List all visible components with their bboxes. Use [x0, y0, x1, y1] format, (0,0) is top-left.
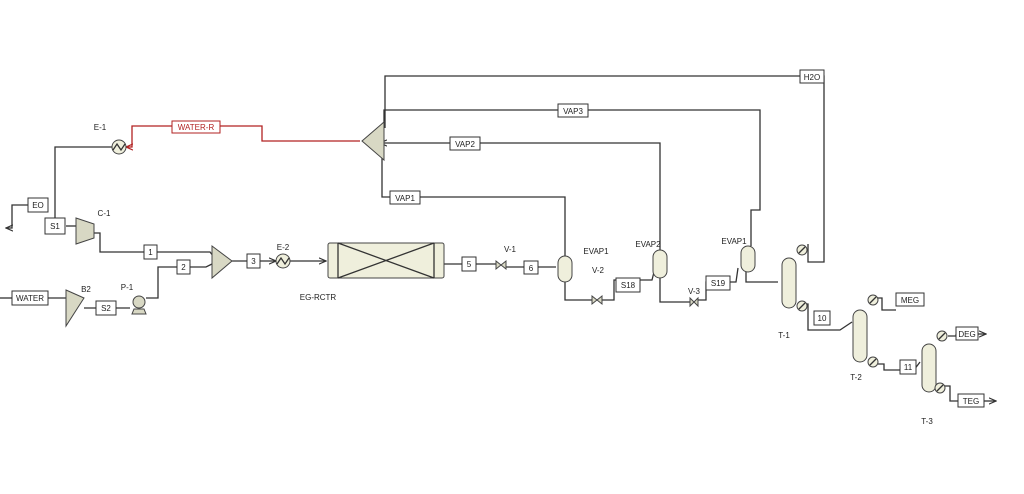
- evaporator-evap1-icon[interactable]: [557, 255, 573, 283]
- stream-box-11[interactable]: [899, 359, 917, 375]
- stream-box-5[interactable]: [461, 256, 477, 272]
- unit-label-evap1-a: EVAP1: [583, 247, 609, 256]
- valve-v3-icon[interactable]: [689, 296, 699, 308]
- unit-label-t1: T-1: [778, 331, 790, 340]
- column-t1-icon[interactable]: [781, 244, 808, 312]
- stream-line-evap3-liq: [745, 272, 778, 283]
- stream-line-1: [94, 232, 215, 258]
- stream-box-deg[interactable]: [955, 326, 979, 341]
- stream-line-evap2-liq: [659, 278, 690, 303]
- stream-box-s2[interactable]: [95, 300, 117, 316]
- stream-box-1[interactable]: [143, 244, 158, 260]
- compressor-c1-icon[interactable]: [75, 217, 95, 245]
- stream-line-evap1-liq: [564, 282, 592, 301]
- stream-label-3: 3: [251, 257, 256, 266]
- stream-line-vap3: [383, 109, 761, 246]
- stream-label-11: 11: [904, 363, 913, 372]
- stream-label-vap1: VAP1: [395, 194, 415, 203]
- stream-line-water-r: [126, 125, 360, 147]
- heat-exchanger-e1-icon[interactable]: [111, 139, 127, 155]
- stream-label-s19: S19: [711, 279, 726, 288]
- evaporator-evap3-icon[interactable]: [740, 245, 756, 273]
- unit-label-evap1-b: EVAP1: [721, 237, 747, 246]
- stream-line-meg: [876, 297, 896, 311]
- stream-label-meg: MEG: [901, 296, 919, 305]
- stream-box-vap1[interactable]: [389, 190, 421, 205]
- stream-label-1: 1: [148, 248, 153, 257]
- valve-v1-icon[interactable]: [495, 259, 507, 271]
- stream-label-deg: DEG: [958, 330, 975, 339]
- stream-box-eo[interactable]: [27, 197, 49, 213]
- stream-line-2: [146, 262, 215, 299]
- stream-box-vap3[interactable]: [557, 103, 589, 118]
- valve-v2-icon[interactable]: [591, 294, 603, 306]
- stream-label-10: 10: [818, 314, 827, 323]
- unit-label-c1: C-1: [98, 209, 111, 218]
- evaporator-evap2-icon[interactable]: [652, 249, 668, 279]
- stream-line-vap1: [381, 156, 566, 256]
- unit-label-reactor: EG-RCTR: [300, 293, 337, 302]
- unit-label-v3: V-3: [688, 287, 701, 296]
- stream-label-s2: S2: [101, 304, 111, 313]
- stream-box-teg[interactable]: [957, 393, 985, 408]
- stream-line-teg: [944, 385, 958, 402]
- column-t3-icon[interactable]: [921, 330, 948, 394]
- stream-box-10[interactable]: [813, 310, 831, 326]
- stream-label-s1: S1: [50, 222, 60, 231]
- unit-label-e2: E-2: [277, 243, 290, 252]
- stream-box-meg[interactable]: [895, 292, 925, 307]
- unit-label-p1: P-1: [121, 283, 134, 292]
- heat-exchanger-e2-icon[interactable]: [275, 253, 291, 269]
- stream-line-h2o: [384, 75, 825, 263]
- stream-line-s18: [602, 271, 655, 301]
- stream-box-s1[interactable]: [44, 217, 66, 235]
- stream-label-s18: S18: [621, 281, 636, 290]
- unit-label-e1: E-1: [94, 123, 107, 132]
- unit-label-t2: T-2: [850, 373, 862, 382]
- stream-label-eo: EO: [32, 201, 44, 210]
- stream-box-h2o[interactable]: [799, 69, 825, 84]
- column-t2-icon[interactable]: [852, 294, 879, 368]
- stream-label-2: 2: [181, 263, 186, 272]
- stream-box-2[interactable]: [176, 259, 191, 275]
- stream-box-s19[interactable]: [705, 275, 731, 291]
- stream-box-3[interactable]: [246, 253, 261, 269]
- stream-label-vap3: VAP3: [563, 107, 583, 116]
- reactor-icon[interactable]: [327, 242, 445, 279]
- unit-label-b2: B2: [81, 285, 91, 294]
- stream-label-water: WATER: [16, 294, 44, 303]
- stream-label-5: 5: [467, 260, 472, 269]
- mixer-main-icon[interactable]: [211, 245, 233, 280]
- unit-label-t3: T-3: [921, 417, 933, 426]
- stream-box-vap2[interactable]: [449, 136, 481, 151]
- stream-box-water[interactable]: [11, 290, 49, 306]
- pump-p1-icon[interactable]: [131, 295, 147, 315]
- unit-label-v2: V-2: [592, 266, 605, 275]
- unit-label-evap2: EVAP2: [635, 240, 661, 249]
- unit-label-v1: V-1: [504, 245, 517, 254]
- stream-line-deg: [948, 334, 957, 337]
- stream-label-water-r: WATER-R: [178, 123, 215, 132]
- stream-label-teg: TEG: [963, 397, 979, 406]
- stream-label-vap2: VAP2: [455, 140, 475, 149]
- stream-box-s18[interactable]: [615, 277, 641, 293]
- stream-label-h2o: H2O: [804, 73, 820, 82]
- mixer-b2-icon[interactable]: [65, 289, 85, 328]
- stream-label-6: 6: [529, 264, 534, 273]
- stream-box-water-r[interactable]: [171, 120, 221, 134]
- splitter-icon[interactable]: [361, 120, 385, 162]
- stream-box-6[interactable]: [523, 260, 539, 275]
- stream-line-e1-out: [54, 146, 112, 220]
